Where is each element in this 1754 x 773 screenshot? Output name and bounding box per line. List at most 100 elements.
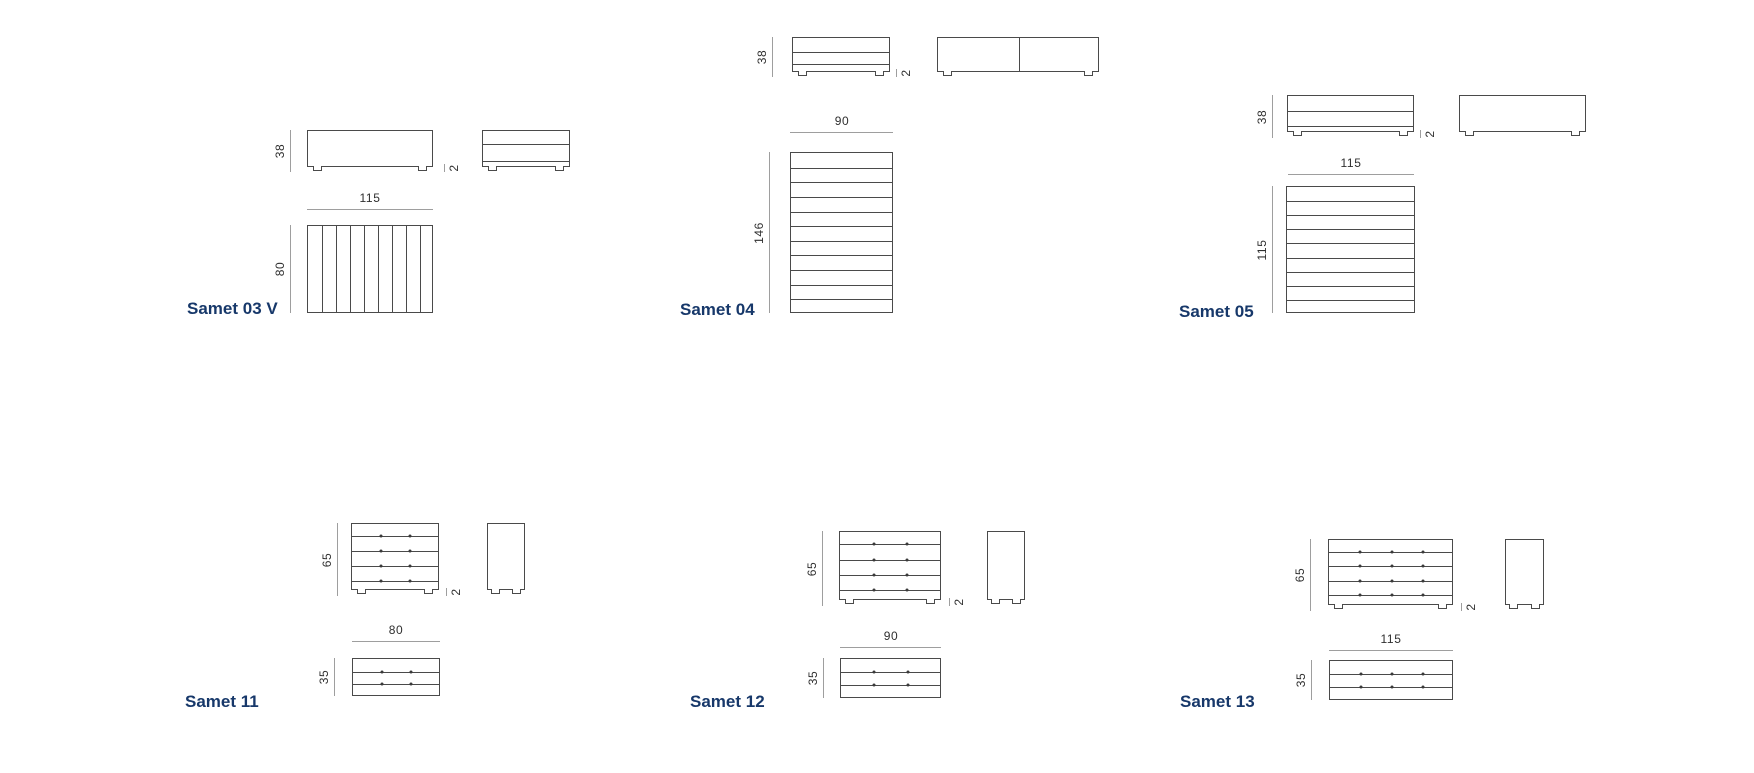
seam-line xyxy=(793,64,889,65)
dimension-line-height xyxy=(290,130,291,172)
dimension-value-depth: 35 xyxy=(317,669,331,685)
foot xyxy=(555,166,564,171)
dimension-line-height xyxy=(1310,539,1311,611)
product-label-samet-04: Samet 04 xyxy=(680,300,755,319)
foot xyxy=(1399,131,1408,136)
foot xyxy=(313,166,322,171)
dimension-value-foot: 2 xyxy=(899,69,913,77)
samet-03-v-side-view xyxy=(482,130,570,167)
slat-line xyxy=(791,299,892,300)
seam-line xyxy=(793,52,889,53)
samet-05-side-view xyxy=(1459,95,1586,132)
button-dot xyxy=(872,558,876,562)
button-dot xyxy=(1358,579,1362,583)
samet-04-top-view xyxy=(790,152,893,313)
dimension-value-depth: 35 xyxy=(806,670,820,686)
seam-line xyxy=(841,672,940,673)
slat-line xyxy=(350,226,351,312)
slat-line xyxy=(1287,286,1414,287)
dimension-line-width xyxy=(352,641,440,642)
seam-line xyxy=(483,144,569,145)
dimension-value-width: 90 xyxy=(834,114,850,128)
button-dot xyxy=(1421,672,1425,676)
slat-line xyxy=(791,197,892,198)
slat-line xyxy=(392,226,393,312)
foot xyxy=(1012,599,1021,604)
dimension-line-depth xyxy=(1311,660,1312,700)
button-dot xyxy=(1390,579,1394,583)
seam-line xyxy=(353,684,439,685)
samet-12-front-view xyxy=(839,531,941,600)
dimension-line-width xyxy=(1329,650,1453,651)
foot xyxy=(1334,604,1343,609)
slat-line xyxy=(1287,243,1414,244)
slat-line xyxy=(378,226,379,312)
dimension-line-depth xyxy=(334,658,335,696)
button-dot xyxy=(872,588,876,592)
slat-line xyxy=(791,285,892,286)
slat-line xyxy=(1287,300,1414,301)
slat-line xyxy=(1287,201,1414,202)
slat-line xyxy=(791,226,892,227)
button-dot xyxy=(408,564,412,568)
seam-line xyxy=(353,672,439,673)
dimension-line-depth xyxy=(823,658,824,698)
button-dot xyxy=(906,670,910,674)
dimension-line-foot xyxy=(1420,130,1421,138)
dimension-value-height: 38 xyxy=(273,143,287,159)
button-dot xyxy=(905,573,909,577)
seam-line xyxy=(1288,111,1413,112)
dimension-value-height: 65 xyxy=(805,561,819,577)
samet-04-front-view xyxy=(792,37,890,72)
button-dot xyxy=(872,670,876,674)
slat-line xyxy=(1287,272,1414,273)
dimension-value-height: 65 xyxy=(320,552,334,568)
button-dot xyxy=(906,683,910,687)
slat-line xyxy=(336,226,337,312)
slat-line xyxy=(406,226,407,312)
button-dot xyxy=(872,542,876,546)
dimension-value-foot: 2 xyxy=(1423,130,1437,138)
samet-11-top-view xyxy=(352,658,440,696)
button-dot xyxy=(1421,593,1425,597)
button-dot xyxy=(1390,685,1394,689)
foot xyxy=(1531,604,1540,609)
samet-11-side-view xyxy=(487,523,525,590)
button-dot xyxy=(409,670,413,674)
foot xyxy=(488,166,497,171)
module-divider-line xyxy=(1019,38,1020,71)
button-dot xyxy=(1359,672,1363,676)
slat-line xyxy=(322,226,323,312)
product-label-samet-03-v: Samet 03 V xyxy=(187,299,278,318)
button-dot xyxy=(1358,550,1362,554)
button-dot xyxy=(905,558,909,562)
samet-13-top-view xyxy=(1329,660,1453,700)
dimension-line-height xyxy=(337,523,338,596)
seam-line xyxy=(840,544,940,545)
foot xyxy=(926,599,935,604)
dimension-value-width: 80 xyxy=(388,623,404,637)
dimension-line-height xyxy=(822,531,823,606)
button-dot xyxy=(1421,564,1425,568)
dimension-value-width: 115 xyxy=(359,191,381,205)
samet-11-front-view xyxy=(351,523,439,590)
button-dot xyxy=(380,670,384,674)
samet-04-side-view xyxy=(937,37,1099,72)
foot xyxy=(1293,131,1302,136)
foot xyxy=(424,589,433,594)
product-label-samet-11: Samet 11 xyxy=(185,692,259,711)
dimension-line-foot xyxy=(896,69,897,77)
dimension-line-height xyxy=(1272,95,1273,138)
slat-line xyxy=(791,182,892,183)
dimension-value-width: 90 xyxy=(883,629,899,643)
samet-05-top-view xyxy=(1286,186,1415,313)
dimension-value-depth: 80 xyxy=(273,261,287,277)
product-label-samet-12: Samet 12 xyxy=(690,692,765,711)
dimension-line-foot xyxy=(446,588,447,596)
dimension-line-foot xyxy=(444,164,445,172)
dimension-line-depth xyxy=(769,152,770,313)
foot xyxy=(1438,604,1447,609)
slat-line xyxy=(791,212,892,213)
dimension-value-foot: 2 xyxy=(952,598,966,606)
button-dot xyxy=(1421,579,1425,583)
